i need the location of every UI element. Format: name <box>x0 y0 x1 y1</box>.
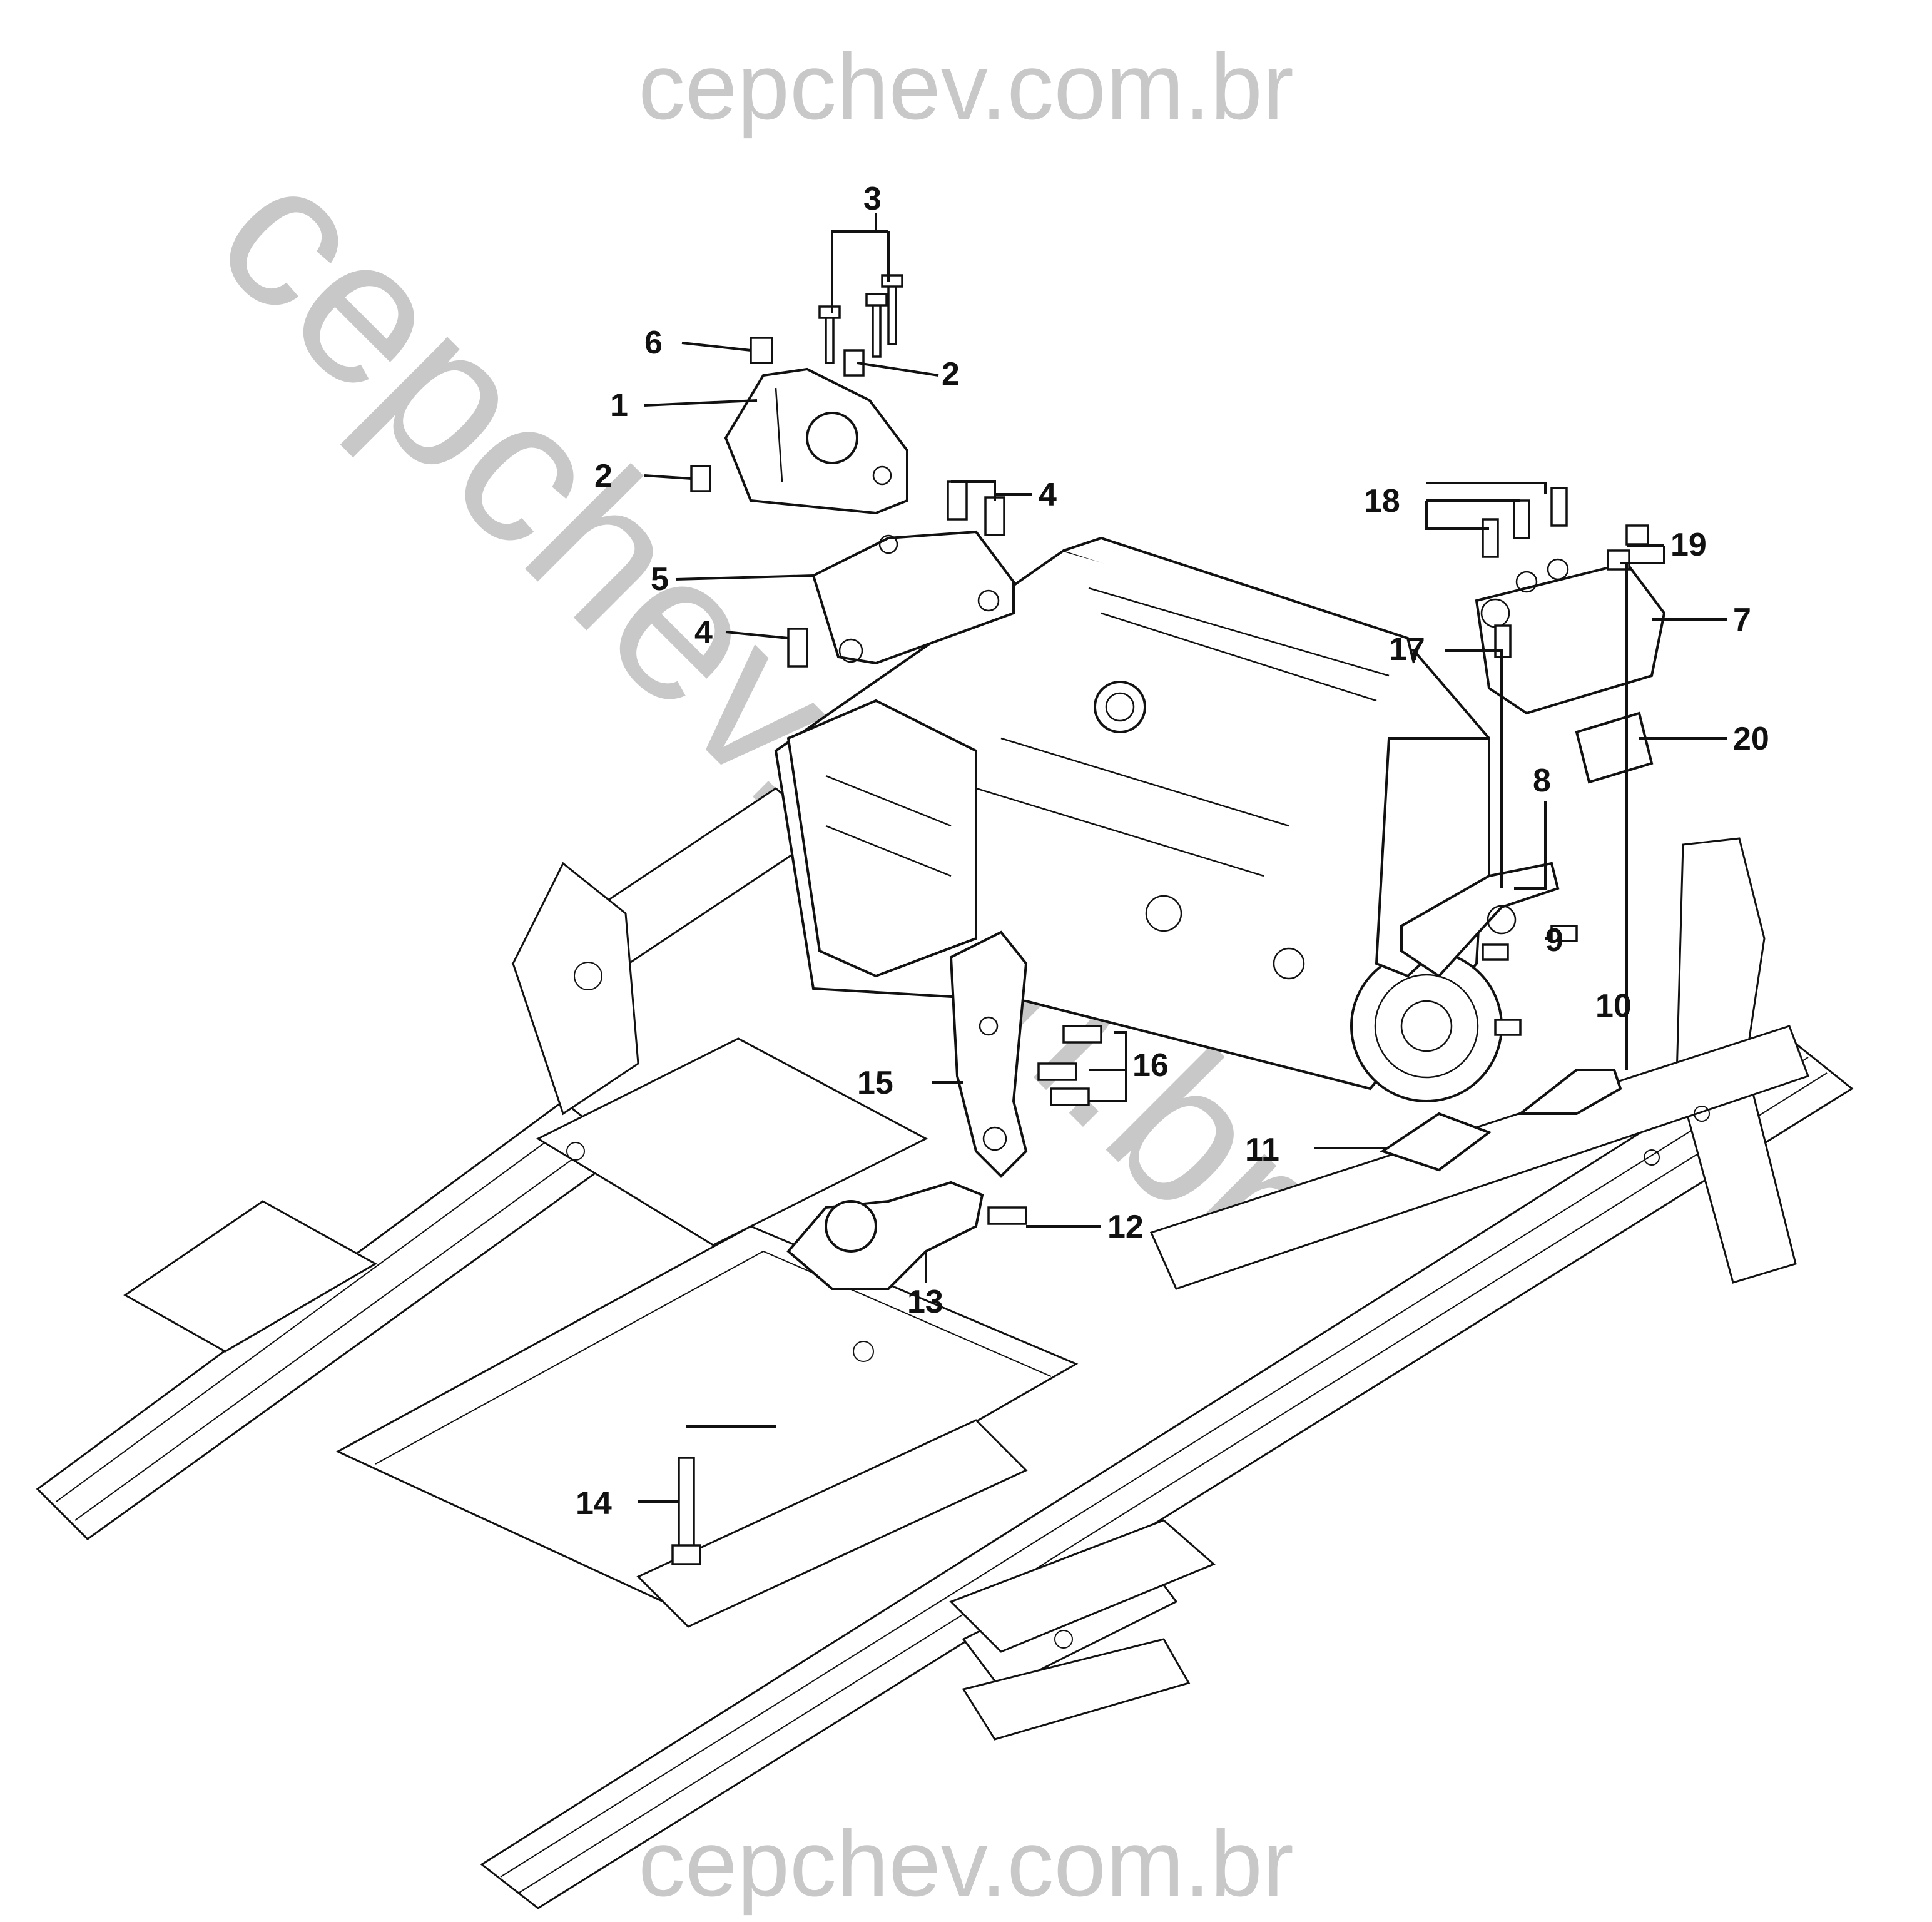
callout-10: 10 <box>1595 988 1632 1024</box>
mount-bracket-icon <box>724 367 1015 665</box>
mount-bracket-icon <box>786 930 1028 1290</box>
callout-16: 16 <box>1132 1047 1169 1084</box>
callout-9: 9 <box>1545 922 1563 958</box>
callout-1: 1 <box>610 387 628 424</box>
callout-11: 11 <box>1245 1132 1279 1168</box>
watermark-top: cepchev.com.br <box>638 34 1294 139</box>
callout-5: 5 <box>651 561 669 597</box>
callout-3: 3 <box>863 181 882 217</box>
callouts: 3 6 1 2 2 4 5 4 18 19 7 17 20 8 9 10 16 … <box>576 181 1769 1522</box>
callout-12: 12 <box>1107 1209 1144 1245</box>
callout-20: 20 <box>1733 721 1769 757</box>
callout-14: 14 <box>576 1485 612 1522</box>
mount-bracket-icon <box>1380 558 1666 1172</box>
subframe-icon <box>36 787 1854 1909</box>
engine-assembly-icon <box>774 536 1503 1102</box>
callout-7: 7 <box>1733 602 1751 638</box>
callout-18: 18 <box>1364 483 1400 519</box>
callout-13: 13 <box>907 1284 943 1320</box>
watermark-bottom: cepchev.com.br <box>638 1811 1294 1916</box>
callout-4a: 4 <box>1039 477 1057 513</box>
callout-2a: 2 <box>942 356 960 392</box>
callout-19: 19 <box>1670 527 1707 563</box>
bolt-icon <box>671 274 1649 1565</box>
callout-6: 6 <box>644 325 663 361</box>
callout-17: 17 <box>1389 631 1425 668</box>
callout-15: 15 <box>857 1065 893 1101</box>
callout-2b: 2 <box>594 458 613 494</box>
leader-lines <box>638 213 1727 1503</box>
callout-4b: 4 <box>694 614 713 651</box>
callout-8: 8 <box>1533 763 1551 799</box>
